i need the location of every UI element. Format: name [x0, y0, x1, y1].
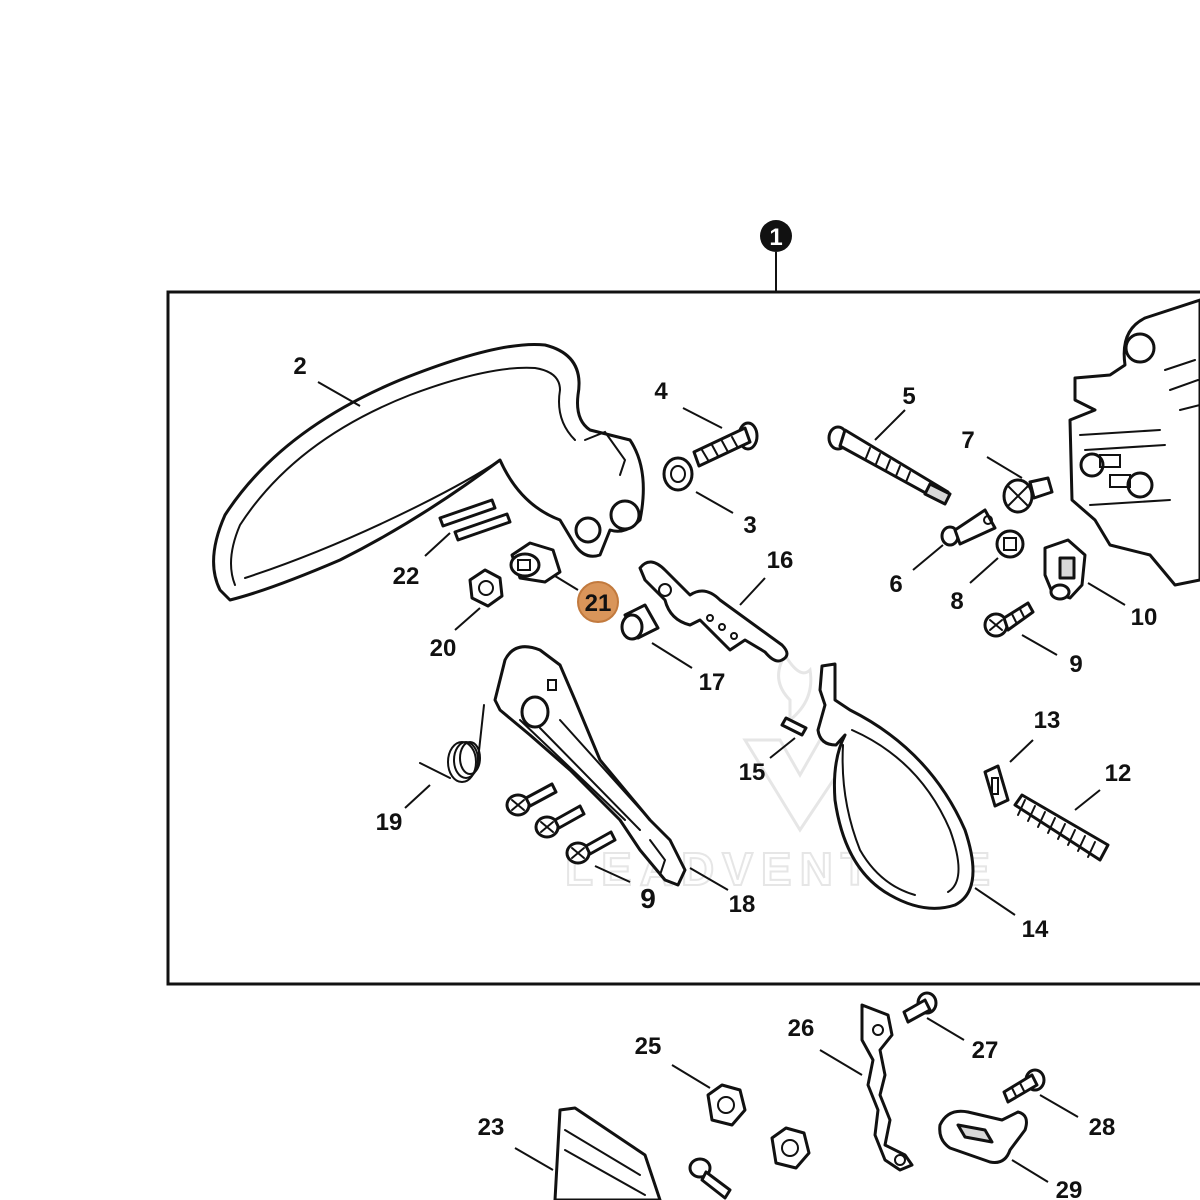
callout-23[interactable]: 23	[478, 1114, 505, 1141]
callout-9-right[interactable]: 9	[1069, 651, 1082, 678]
part-bracket-10[interactable]	[1043, 538, 1087, 601]
callout-16[interactable]: 16	[767, 547, 794, 574]
part-pin-15[interactable]	[780, 716, 808, 737]
part-gear-7[interactable]	[1002, 476, 1054, 514]
part-grommet-3[interactable]	[662, 456, 694, 492]
callout-26[interactable]: 26	[788, 1015, 815, 1042]
callout-22[interactable]: 22	[393, 563, 420, 590]
callout-17[interactable]: 17	[699, 669, 726, 696]
part-brake-lever[interactable]	[638, 560, 789, 663]
callout-15[interactable]: 15	[739, 759, 766, 786]
callout-6[interactable]: 6	[889, 571, 902, 598]
callout-7[interactable]: 7	[961, 427, 974, 454]
part-guide-plate-23[interactable]	[553, 1106, 662, 1200]
part-pins[interactable]	[438, 498, 512, 542]
part-screw-28[interactable]	[1002, 1068, 1046, 1104]
part-bolt-5[interactable]	[827, 425, 952, 506]
callout-3[interactable]: 3	[743, 512, 756, 539]
callout-10[interactable]: 10	[1131, 604, 1158, 631]
callout-9-left[interactable]: 9	[640, 883, 656, 914]
part-lever-plate-18[interactable]	[493, 645, 687, 887]
callout-19[interactable]: 19	[376, 809, 403, 836]
callout-21-highlight[interactable]	[577, 581, 619, 623]
callout-5[interactable]: 5	[902, 383, 915, 410]
callout-28[interactable]: 28	[1089, 1114, 1116, 1141]
part-brake-band[interactable]	[816, 662, 975, 910]
part-bumper-spike-26[interactable]	[860, 1003, 914, 1172]
callout-18[interactable]: 18	[729, 891, 756, 918]
callout-4[interactable]: 4	[654, 378, 668, 405]
assembly-marker-label: 1	[769, 224, 782, 251]
part-screw-27[interactable]	[902, 991, 938, 1024]
callout-21[interactable]: 21	[585, 590, 612, 617]
part-nuts-25[interactable]	[706, 1083, 811, 1170]
part-screw-4[interactable]	[692, 421, 759, 468]
callout-27[interactable]: 27	[972, 1037, 999, 1064]
part-lever-29[interactable]	[938, 1109, 1028, 1164]
callout-12[interactable]: 12	[1105, 760, 1132, 787]
part-torsion-spring[interactable]	[419, 704, 485, 783]
callout-13[interactable]: 13	[1034, 707, 1061, 734]
callout-2[interactable]: 2	[293, 353, 306, 380]
part-compression-spring[interactable]	[1013, 793, 1110, 862]
part-hand-guard[interactable]	[212, 342, 645, 602]
part-crankcase-fragment	[1068, 298, 1200, 587]
part-bushing-17[interactable]	[620, 603, 660, 641]
callout-8[interactable]: 8	[950, 588, 963, 615]
assembly-marker-badge[interactable]	[760, 220, 792, 252]
part-screw-bottom[interactable]	[688, 1157, 732, 1200]
callout-20[interactable]: 20	[430, 635, 457, 662]
part-sleeve-nut[interactable]	[509, 541, 562, 584]
callout-25[interactable]: 25	[635, 1033, 662, 1060]
callout-29[interactable]: 29	[1056, 1177, 1083, 1200]
assembly-frame	[166, 290, 1200, 986]
part-screws-9-left[interactable]	[505, 782, 617, 865]
part-block-13[interactable]	[983, 764, 1010, 808]
callout-14[interactable]: 14	[1022, 916, 1049, 943]
part-shaft-6[interactable]	[940, 508, 997, 547]
part-gear-8[interactable]	[995, 529, 1025, 559]
part-screw-9-right[interactable]	[983, 601, 1035, 638]
part-nut-20[interactable]	[468, 568, 504, 608]
